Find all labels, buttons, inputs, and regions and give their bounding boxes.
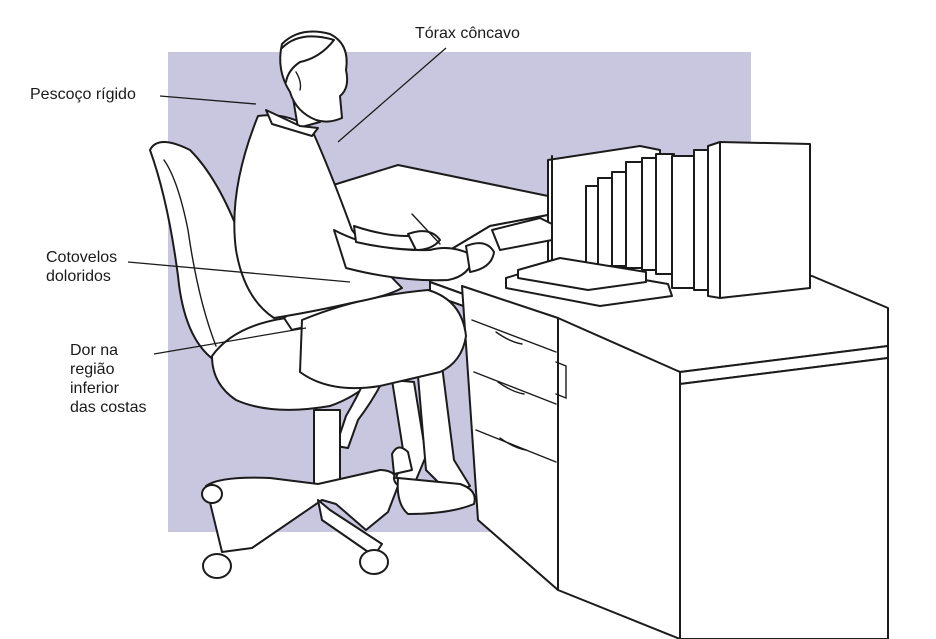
label-dor-costas: Dor naregiãoinferiordas costas [70,341,146,417]
label-line: Pescoço rígido [30,85,136,104]
label-line: Tórax côncavo [415,24,520,43]
label-torax-concavo: Tórax côncavo [415,24,520,43]
label-line: região [70,360,146,379]
label-cotovelos-doloridos: Cotovelosdoloridos [46,248,117,286]
label-line: doloridos [46,267,117,286]
label-line: inferior [70,379,146,398]
label-line: das costas [70,398,146,417]
label-line: Dor na [70,341,146,360]
label-pescoco-rigido: Pescoço rígido [30,85,136,104]
label-line: Cotovelos [46,248,117,267]
